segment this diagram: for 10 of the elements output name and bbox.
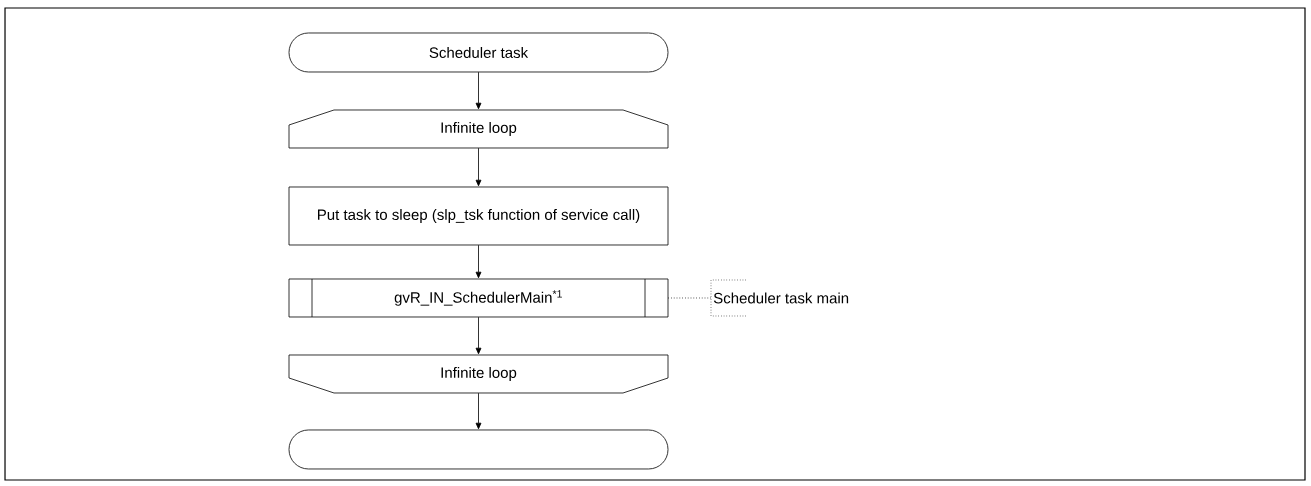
arrow [475,71,482,110]
arrow [475,244,482,279]
arrow [475,392,482,430]
leader-line [667,297,712,299]
annotation-text: Scheduler task main [710,279,849,317]
arrow [475,316,482,355]
subroutine-box: gvR_IN_SchedulerMain$^{*1}$ [288,278,669,318]
arrow [475,147,482,187]
process-box: Put task to sleep (slp_tsk function of service call) [288,186,669,246]
terminal-shape [288,429,669,470]
